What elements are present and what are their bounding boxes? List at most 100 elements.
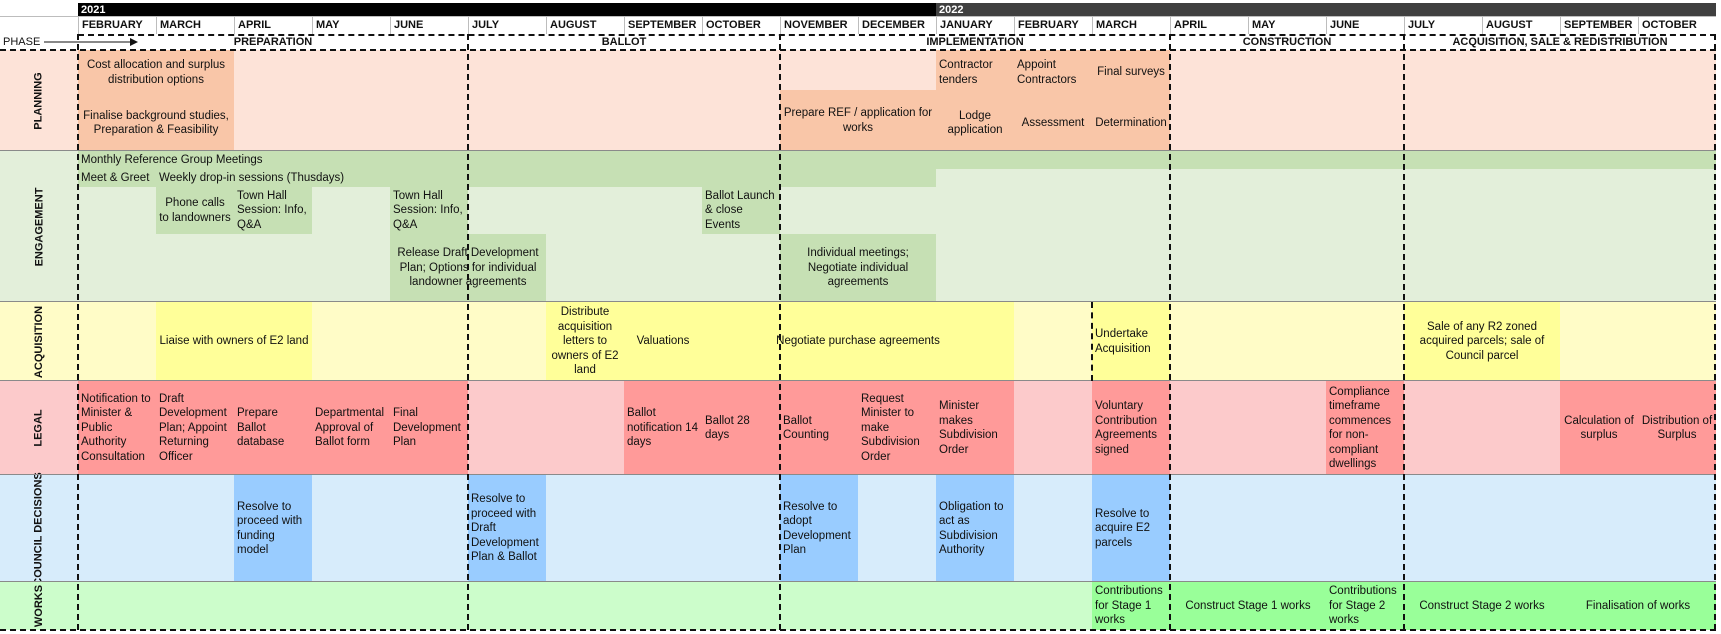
task-cell: Contributions for Stage 1 works [1092,582,1170,630]
task-cell: Finalise background studies, Preparation… [78,95,234,151]
row-label-text: WORKS [32,584,45,628]
row-separator [0,380,1716,381]
task-cell: Construct Stage 1 works [1170,582,1326,630]
year-2022-bar: 2022 [936,3,1716,16]
phase-name: BALLOT [601,36,647,48]
row-separator [0,301,1716,302]
row-label: ACQUISITION [0,302,78,381]
row-separator [0,49,1716,51]
task-cell: Valuations [624,302,702,381]
task-cell: Distribute acquisition letters to owners… [546,302,624,381]
month-header: SEPTEMBER [1560,16,1638,34]
task-cell: Minister makes Subdivision Order [936,381,1014,475]
task-cell: Notification to Minister & Public Author… [78,381,156,475]
phase-boundary-line [779,34,781,630]
task-cell: Ballot notification 14 days [624,381,702,475]
task-cell: Contributions for Stage 2 works [1326,582,1404,630]
month-header: JANUARY [936,16,1014,34]
task-cell: Finalisation of works [1560,582,1716,630]
year-2021-bar: 2021 [78,3,936,16]
task-cell: Cost allocation and surplus distribution… [78,50,234,95]
task-cell: Assessment [1014,95,1092,151]
task-cell: Negotiate purchase agreements [702,302,1014,381]
phase-boundary-line [467,34,469,630]
month-header: APRIL [234,16,312,34]
month-header: OCTOBER [702,16,780,34]
task-cell: Ballot Counting [780,381,858,475]
phase-boundary-line [77,34,79,630]
phase-label: PHASE [3,36,41,48]
task-cell: Liaise with owners of E2 land [156,302,312,381]
row-label: LEGAL [0,381,78,475]
row-label-text: COUNCIL DECISIONS [33,471,46,586]
header-separator [0,16,1716,17]
task-cell: Contractor tenders [936,50,1014,95]
task-cell: Sale of any R2 zoned acquired parcels; s… [1404,302,1560,381]
task-cell: Appoint Contractors [1014,50,1092,95]
month-header: SEPTEMBER [624,16,702,34]
month-header: FEBRUARY [78,16,156,34]
month-header: AUGUST [546,16,624,34]
row-separator [0,629,1716,631]
row-label: COUNCIL DECISIONS [0,471,78,586]
month-header: JUNE [390,16,468,34]
phase-arrow-icon [44,38,138,46]
task-cell: Weekly drop-in sessions (Thusdays) [156,169,936,187]
task-cell: Final Development Plan [390,381,468,475]
task-cell: Undertake Acquisition [1092,302,1170,381]
task-cell: Final surveys [1092,50,1170,95]
task-cell: Lodge application [936,95,1014,151]
month-header: NOVEMBER [780,16,858,34]
task-cell: Phone calls to landowners [156,187,234,234]
task-cell: Construct Stage 2 works [1404,582,1560,630]
row-label: WORKS [0,582,78,630]
row-label-text: LEGAL [33,409,45,447]
task-cell: Resolve to proceed with Draft Developmen… [468,475,546,582]
task-cell: Obligation to act as Subdivision Authori… [936,475,1014,582]
task-cell: Prepare REF / application for works [780,90,936,151]
row-label-text: ACQUISITION [33,305,45,378]
month-header: JULY [1404,16,1482,34]
task-cell: Distribution of Surplus [1638,381,1716,475]
phase-boundary-line [1091,302,1093,381]
month-header: MARCH [156,16,234,34]
phase-name: ACQUISITION, SALE & REDISTRIBUTION [1452,36,1668,48]
phase-boundary-line [1403,34,1405,630]
month-header: APRIL [1170,16,1248,34]
phase-name: PREPARATION [233,36,313,48]
task-cell: Resolve to acquire E2 parcels [1092,475,1170,582]
task-cell: Meet & Greet [78,169,156,187]
task-cell: Ballot Launch & close Events [702,187,780,234]
task-cell: Prepare Ballot database [234,381,312,475]
month-header: JUNE [1326,16,1404,34]
task-cell: Ballot 28 days [702,381,780,475]
month-header: MARCH [1092,16,1170,34]
task-cell: Monthly Reference Group Meetings [78,151,1716,169]
task-cell: Resolve to adopt Development Plan [780,475,858,582]
phase-name: IMPLEMENTATION [926,36,1024,48]
task-cell: Request Minister to make Subdivision Ord… [858,381,936,475]
phase-boundary-line [1714,34,1716,630]
phase-header-separator [78,34,1716,36]
task-cell: Determination [1092,95,1170,151]
phase-name: CONSTRUCTION [1242,36,1332,48]
task-cell: Individual meetings; Negotiate individua… [780,234,936,302]
month-header: DECEMBER [858,16,936,34]
row-label: PLANNING [0,50,78,151]
month-header: MAY [1248,16,1326,34]
row-separator [0,474,1716,475]
month-header: OCTOBER [1638,16,1716,34]
month-header: FEBRUARY [1014,16,1092,34]
month-header: MAY [312,16,390,34]
task-cell: Compliance timeframe commences for non-c… [1326,381,1404,475]
task-cell: Town Hall Session: Info, Q&A [390,187,468,234]
task-cell: Draft Development Plan; Appoint Returnin… [156,381,234,475]
task-cell: Voluntary Contribution Agreements signed [1092,381,1170,475]
month-header: AUGUST [1482,16,1560,34]
row-separator [0,150,1716,151]
task-cell: Town Hall Session: Info, Q&A [234,187,312,234]
phase-boundary-line [1169,34,1171,630]
task-cell: Calculation of surplus [1560,381,1638,475]
month-header: JULY [468,16,546,34]
